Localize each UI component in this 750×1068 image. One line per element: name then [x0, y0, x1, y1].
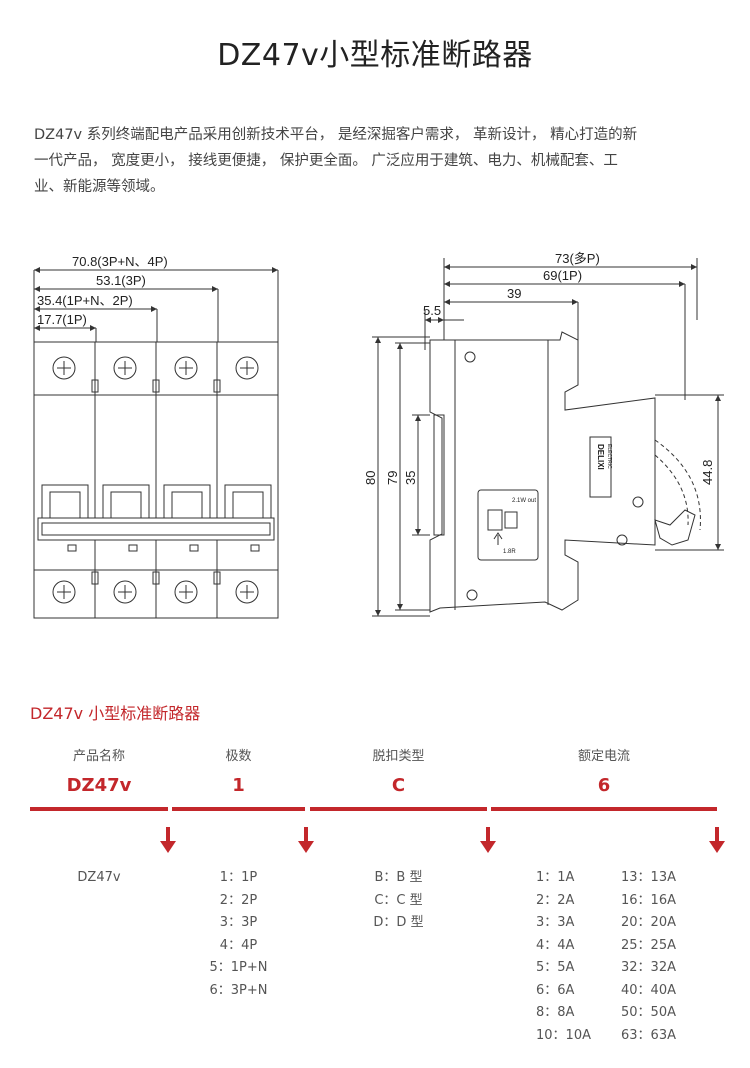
option-item: 2：2A: [536, 892, 575, 908]
option-item: 40：40A: [621, 982, 676, 998]
option-item: C：C 型: [374, 892, 423, 908]
column-header: 极数: [225, 749, 252, 764]
column-value: DZ47v: [66, 775, 132, 796]
arrow-down-icon: [297, 827, 314, 853]
dim-w3p: 53.1(3P): [96, 273, 146, 288]
dimension-drawing: 70.8(3P+N、4P) 53.1(3P) 35.4(1P+N、2P) 17.…: [33, 251, 724, 619]
option-item: 63：63A: [621, 1027, 676, 1043]
label-in: 1.8R: [503, 549, 516, 555]
dim-h80: 80: [363, 471, 378, 485]
arrow-down-icon: [709, 827, 725, 853]
column-value: 1: [232, 775, 245, 796]
column-trip-type: 脱扣类型 C B：B 型 C：C 型 D：D 型: [310, 745, 496, 945]
intro-paragraph: DZ47v 系列终端配电产品采用创新技术平台， 是经深掘客户需求， 革新设计， …: [34, 122, 724, 200]
dim-d-1p: 69(1P): [543, 268, 582, 283]
option-item: 8：8A: [536, 1005, 575, 1020]
column-value: 6: [597, 775, 611, 796]
dim-w1p: 17.7(1P): [37, 312, 87, 327]
column-header: 脱扣类型: [372, 749, 425, 764]
current-options-right: 13：13A 16：16A 20：20A 25：25A 32：32A 40：40…: [621, 867, 676, 1047]
column-bar: [491, 807, 717, 811]
side-view: [372, 258, 724, 617]
intro-line: DZ47v 系列终端配电产品采用创新技术平台， 是经深掘客户需求， 革新设计， …: [34, 127, 638, 143]
option-item: 13：13A: [621, 870, 676, 885]
page-title: DZ47v小型标准断路器: [217, 38, 533, 73]
option-item: B：B 型: [374, 870, 423, 885]
option-item: 5：1P+N: [209, 960, 268, 975]
option-item: 4：4A: [536, 937, 575, 953]
dim-w4p: 70.8(3P+N、4P): [72, 254, 168, 269]
dim-h79: 79: [385, 471, 400, 485]
column-bar: [310, 807, 487, 811]
option-item: 4：4P: [219, 937, 258, 953]
column-rated-current: 额定电流 6 1：1A 2：2A 3：3A 4：4A 5：5A 6：6A 8：8…: [491, 745, 725, 1047]
front-view: [33, 269, 279, 619]
column-header: 产品名称: [72, 749, 125, 764]
column-options: 1：1P 2：2P 3：3P 4：4P 5：1P+N 6：3P+N: [172, 867, 305, 1002]
dim-w2p: 35.4(1P+N、2P): [37, 293, 133, 308]
option-item: D：D 型: [373, 915, 424, 930]
option-item: 1：1A: [536, 870, 575, 885]
option-item: 20：20A: [621, 915, 676, 930]
column-options: DZ47v: [30, 867, 168, 890]
dim-h35: 35: [403, 471, 418, 485]
option-item: 6：3P+N: [209, 982, 268, 998]
option-item: 32：32A: [621, 960, 676, 975]
label-out: 2.1W out: [512, 498, 536, 504]
dim-d-multi: 73(多P): [555, 251, 600, 266]
column-value: C: [391, 775, 406, 796]
option-item: 3：3A: [536, 915, 575, 930]
option-item: 2：2P: [219, 892, 258, 908]
column-product-name: 产品名称 DZ47v DZ47v: [30, 745, 176, 885]
column-poles: 极数 1 1：1P 2：2P 3：3P 4：4P 5：1P+N 6：3P+N: [172, 745, 314, 998]
option-item: 1：1P: [219, 870, 258, 885]
column-options: B：B 型 C：C 型 D：D 型: [310, 867, 487, 935]
section-title: DZ47v 小型标准断路器: [30, 704, 201, 723]
option-item: 10：10A: [536, 1027, 591, 1043]
option-item: DZ47v: [77, 870, 121, 885]
option-item: 16：16A: [621, 892, 676, 908]
arrow-down-icon: [160, 827, 176, 853]
dim-d55: 5.5: [423, 303, 441, 318]
column-bar: [172, 807, 305, 811]
current-options-left: 1：1A 2：2A 3：3A 4：4A 5：5A 6：6A 8：8A 10：10…: [536, 867, 591, 1047]
option-item: 3：3P: [219, 915, 258, 930]
option-item: 25：25A: [621, 937, 676, 953]
option-item: 50：50A: [621, 1005, 676, 1020]
dim-d39: 39: [507, 286, 521, 301]
option-item: 6：6A: [536, 982, 575, 998]
brand-sub: ELECTRIC: [606, 444, 612, 469]
arrow-down-icon: [479, 827, 496, 853]
column-header: 额定电流: [577, 749, 630, 764]
intro-line: 业、新能源等领域。: [34, 179, 165, 195]
column-bar: [30, 807, 168, 811]
intro-line: 一代产品， 宽度更小， 接线更便捷， 保护更全面。 广泛应用于建筑、电力、机械配…: [34, 153, 618, 169]
brand-logo: DELIXI: [596, 444, 605, 470]
dim-h448: 44.8: [700, 460, 715, 485]
option-item: 5：5A: [536, 960, 575, 975]
